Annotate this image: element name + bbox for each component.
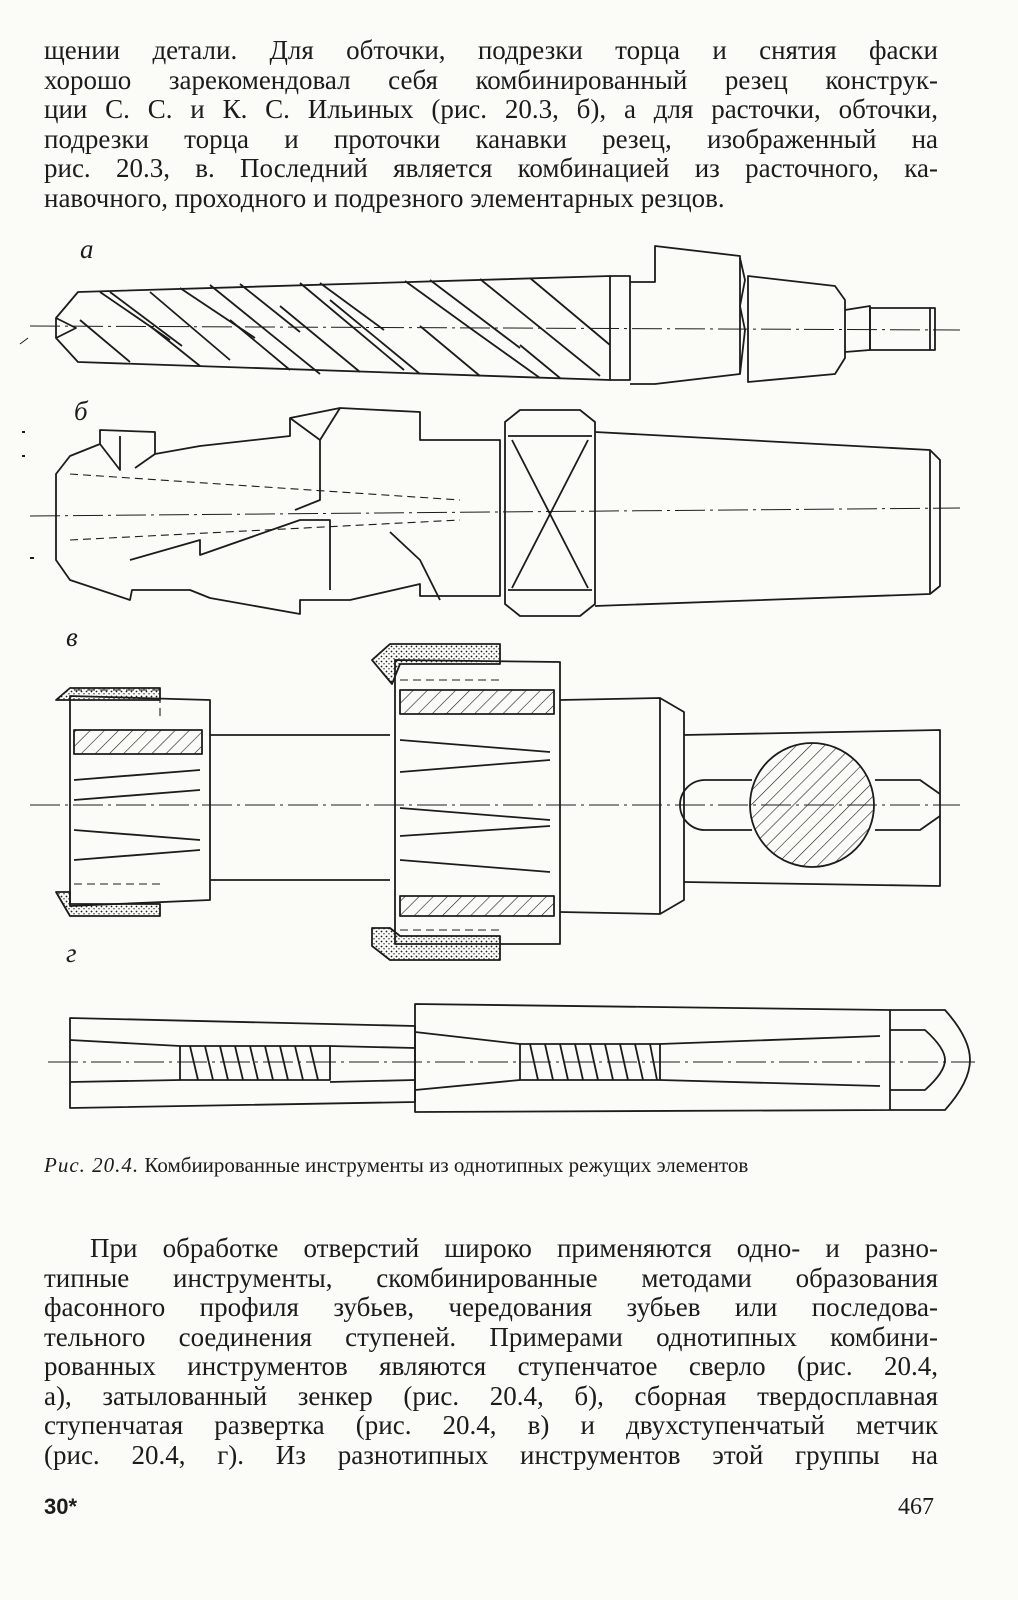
text-line: При обработке отверстий широко применяют… — [90, 1233, 938, 1263]
text-line: (рис. 20.4, г). Из разнотипных инструмен… — [44, 1439, 938, 1470]
figure-label-a: а — [80, 234, 94, 264]
caption-text: Комбиированные инструменты из однотипных… — [144, 1153, 749, 1177]
text-line: рис. 20.3, в. Последний является комбина… — [44, 153, 938, 183]
figure-label-b: б — [74, 396, 88, 426]
body-paragraph-top: щении детали. Для обточки, подрезки торц… — [44, 35, 938, 213]
text-line: рованных инструментов являются ступенчат… — [44, 1351, 938, 1381]
text-line: типные инструменты, скомбинированные мет… — [44, 1262, 938, 1293]
body-paragraph-bottom: При обработке отверстий широко применяют… — [44, 1233, 938, 1470]
tap-drawing — [48, 1003, 975, 1113]
page-number: 467 — [898, 1494, 934, 1520]
figure-label-g: г — [66, 938, 77, 968]
text-line: ции С. С. и К. С. Ильиных (рис. 20.3, б)… — [44, 94, 938, 124]
step-drill-drawing — [19, 245, 961, 385]
reamer-drawing — [30, 643, 960, 961]
text-line: навочного, проходного и подрезного элеме… — [44, 182, 725, 213]
figure-label-v: в — [66, 622, 78, 652]
text-line: а), затылованный зенкер (рис. 20.4, б), … — [44, 1380, 938, 1411]
text-line: ступенчатая развертка (рис. 20.4, в) и д… — [44, 1410, 938, 1440]
figure-caption: Рис. 20.4. Комбиированные инструменты из… — [44, 1152, 944, 1178]
text-line: хорошо зарекомендовал себя комбинированн… — [44, 64, 938, 95]
countersink-drawing — [22, 407, 961, 617]
text-line: тельного соединения ступеней. Примерами … — [44, 1321, 938, 1352]
text-line: подрезки торца и проточки канавки резец,… — [44, 123, 938, 154]
text-line: фасонного профиля зубьев, чередования зу… — [44, 1292, 938, 1322]
caption-number: Рис. 20.4. — [44, 1153, 140, 1177]
signature-mark: 30* — [44, 1494, 78, 1519]
text-line: щении детали. Для обточки, подрезки торц… — [44, 35, 938, 65]
technical-figure — [19, 245, 975, 1113]
